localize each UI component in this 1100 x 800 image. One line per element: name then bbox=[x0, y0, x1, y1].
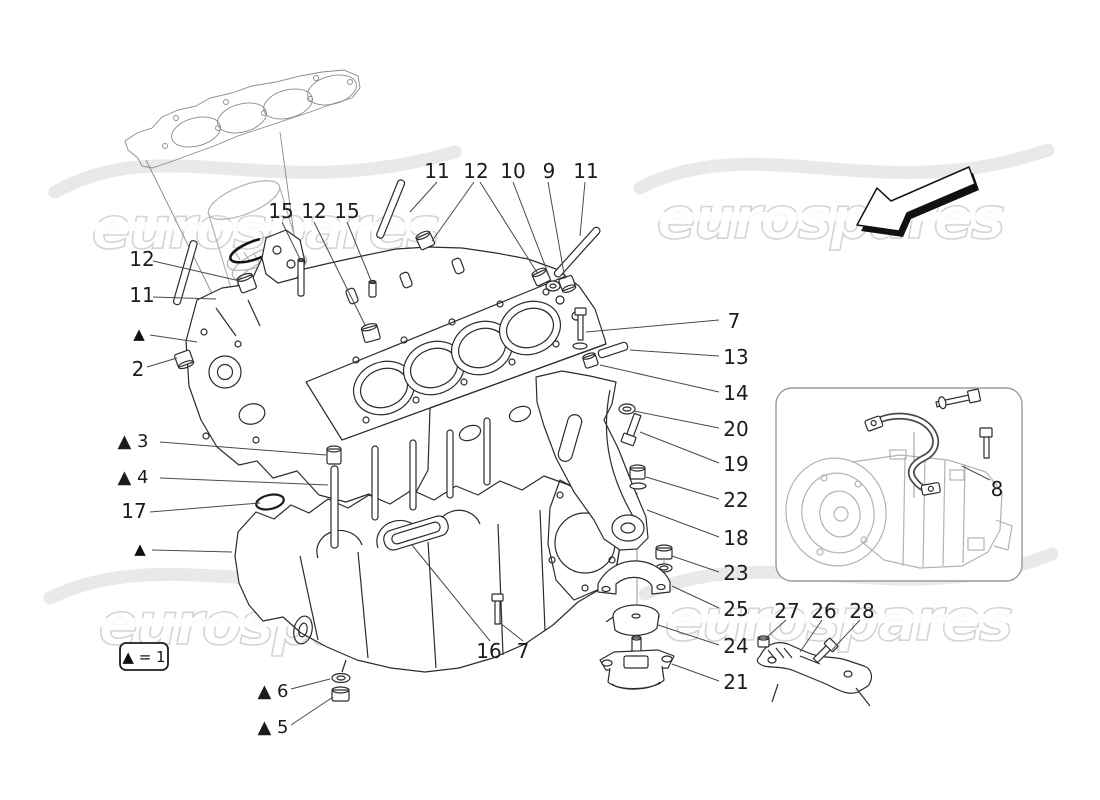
callout-11: 11 bbox=[129, 283, 154, 307]
callout-7: 7 bbox=[517, 639, 530, 663]
bearing-slot-16 bbox=[383, 515, 449, 551]
callout-4: ▲ 4 bbox=[117, 467, 148, 488]
rear-bracket-drawing bbox=[756, 635, 873, 707]
watermark-stripe bbox=[75, 618, 467, 627]
callout-21: 21 bbox=[723, 670, 748, 694]
direction-arrow bbox=[856, 166, 979, 237]
callout-7: 7 bbox=[728, 309, 741, 333]
callout-13: 13 bbox=[723, 345, 748, 369]
callout-3: ▲ 3 bbox=[117, 431, 148, 452]
callout-12: 12 bbox=[301, 199, 326, 223]
gearbox-drawing bbox=[785, 449, 1013, 569]
callout-18: 18 bbox=[723, 526, 748, 550]
callout-11: 11 bbox=[424, 159, 449, 183]
cylinder-studs bbox=[326, 417, 491, 549]
engine-mount-parts-drawing bbox=[597, 544, 675, 690]
callout-24: 24 bbox=[723, 634, 748, 658]
callout-6: ▲ 6 bbox=[257, 681, 288, 702]
callout-triangle: ▲ bbox=[133, 325, 145, 343]
callout-15: 15 bbox=[334, 199, 359, 223]
upper-crankcase-drawing bbox=[185, 229, 607, 507]
legend-border bbox=[119, 642, 169, 671]
legend-label: ▲ = 1 bbox=[122, 648, 165, 666]
callout-triangle: ▲ bbox=[134, 540, 146, 558]
callout-14: 14 bbox=[723, 381, 748, 405]
watermark-top-left: eurospares bbox=[48, 145, 462, 263]
inset-panel bbox=[775, 387, 1023, 582]
callout-10: 10 bbox=[500, 159, 525, 183]
callout-labels: 11 12 10 9 11 15 12 15 12 11 ▲ 2 ▲ 3 ▲ 4… bbox=[117, 159, 1003, 738]
callout-22: 22 bbox=[723, 488, 748, 512]
watermark-top-right: eurospares bbox=[633, 143, 1055, 253]
callout-19: 19 bbox=[723, 452, 748, 476]
bracket-8-drawing bbox=[864, 388, 993, 496]
inset-box-border bbox=[775, 387, 1023, 582]
callout-2: 2 bbox=[132, 357, 145, 381]
watermark-stripe bbox=[642, 614, 1034, 623]
callout-11: 11 bbox=[573, 159, 598, 183]
watermark-stripe bbox=[635, 212, 1025, 221]
callout-17: 17 bbox=[121, 499, 146, 523]
leader-lines bbox=[146, 181, 991, 726]
callout-20: 20 bbox=[723, 417, 748, 441]
callout-12: 12 bbox=[463, 159, 488, 183]
callout-5: ▲ 5 bbox=[257, 717, 288, 738]
watermark-stripe bbox=[70, 222, 460, 231]
callout-8: 8 bbox=[991, 477, 1004, 501]
head-gasket-drawing bbox=[124, 69, 361, 169]
o-ring-17 bbox=[255, 493, 285, 511]
callout-16: 16 bbox=[476, 639, 501, 663]
callout-25: 25 bbox=[723, 597, 748, 621]
callout-12: 12 bbox=[129, 247, 154, 271]
callout-15: 15 bbox=[268, 199, 293, 223]
callout-23: 23 bbox=[723, 561, 748, 585]
callout-27: 27 bbox=[774, 599, 799, 623]
legend-box: ▲ = 1 bbox=[119, 642, 169, 671]
callout-28: 28 bbox=[849, 599, 874, 623]
stud-and-fastener-drawings bbox=[172, 179, 629, 702]
engine-mount-bracket-drawing bbox=[535, 370, 649, 551]
callout-26: 26 bbox=[811, 599, 836, 623]
callout-9: 9 bbox=[543, 159, 556, 183]
